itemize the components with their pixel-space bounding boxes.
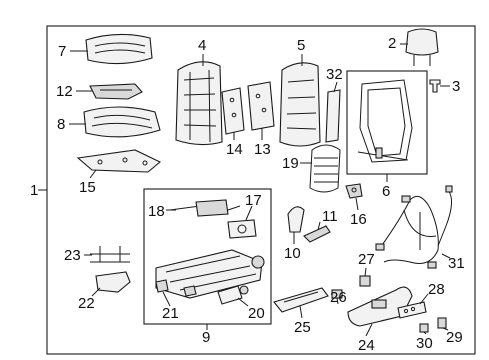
part-14-side-panel xyxy=(221,87,245,135)
part-25-shield xyxy=(273,287,329,313)
callout-32: 32 xyxy=(326,66,343,83)
part-13-side-panel xyxy=(247,81,275,131)
callout-23: 23 xyxy=(64,247,81,264)
callout-16: 16 xyxy=(350,211,367,228)
leader-16 xyxy=(355,197,359,211)
leader-28 xyxy=(419,293,429,305)
part-10-recliner xyxy=(287,206,305,233)
part-28-switch-panel xyxy=(397,301,427,319)
part-32-trim-strip xyxy=(325,89,341,143)
callout-26: 26 xyxy=(330,289,347,306)
part-30-knob xyxy=(419,323,429,333)
leader-27 xyxy=(364,267,367,277)
part-6-back-frame xyxy=(357,79,413,163)
part-4-back-cover xyxy=(175,61,223,146)
callout-9: 9 xyxy=(202,329,211,346)
callout-29: 29 xyxy=(446,329,463,346)
callout-3: 3 xyxy=(452,78,461,95)
leader-11 xyxy=(317,221,321,231)
leader-22 xyxy=(91,287,101,297)
callout-27: 27 xyxy=(358,251,375,268)
leader-30 xyxy=(423,331,427,335)
part-16-bracket xyxy=(345,183,363,199)
leader-25 xyxy=(299,305,303,319)
part-18-cable xyxy=(169,199,241,217)
callout-15: 15 xyxy=(79,179,96,196)
callout-14: 14 xyxy=(226,141,243,158)
part-3-headrest-guide xyxy=(429,79,441,93)
callout-24: 24 xyxy=(358,337,375,354)
leader-26 xyxy=(336,297,339,305)
callout-13: 13 xyxy=(254,141,271,158)
callout-21: 21 xyxy=(162,305,179,322)
callout-2: 2 xyxy=(388,35,397,52)
part-27-switch xyxy=(359,275,371,287)
part-12-heater-module xyxy=(89,83,143,100)
callout-1: 1 xyxy=(30,182,39,199)
callout-5: 5 xyxy=(297,37,306,54)
leader-15 xyxy=(89,169,97,179)
leader-24 xyxy=(365,323,373,337)
callout-18: 18 xyxy=(148,203,165,220)
part-11-lever xyxy=(303,225,331,243)
callout-28: 28 xyxy=(428,281,445,298)
callout-19: 19 xyxy=(282,155,299,172)
part-2-headrest xyxy=(405,28,439,66)
callout-11: 11 xyxy=(322,208,338,225)
callout-31: 31 xyxy=(448,255,465,272)
part-8-cushion-pad xyxy=(83,106,161,138)
part-17-motor xyxy=(227,219,257,239)
part-19-lumbar xyxy=(309,144,341,193)
callout-30: 30 xyxy=(416,335,433,352)
part-7-cushion-cover xyxy=(85,33,153,65)
leader-32 xyxy=(333,81,338,93)
callout-25: 25 xyxy=(294,319,311,336)
subframe-6 xyxy=(346,70,428,175)
part-9-seat-adjuster xyxy=(155,249,265,299)
part-29-knob xyxy=(437,317,447,329)
part-5-back-pad xyxy=(279,62,321,147)
leader-29 xyxy=(442,327,449,331)
part-21-clip xyxy=(155,279,197,297)
leader-21 xyxy=(162,291,171,307)
callout-17: 17 xyxy=(245,192,262,209)
part-20-actuator xyxy=(217,285,249,305)
callout-7: 7 xyxy=(58,43,67,60)
part-22-trim-cover xyxy=(95,271,131,293)
part-23-bracket xyxy=(90,246,130,263)
callout-22: 22 xyxy=(78,295,95,312)
part-31-wire-harness xyxy=(375,185,453,269)
callout-10: 10 xyxy=(284,245,301,262)
callout-12: 12 xyxy=(56,83,73,100)
leader-20 xyxy=(237,297,249,307)
leader-17 xyxy=(245,205,253,221)
callout-8: 8 xyxy=(57,116,66,133)
callout-20: 20 xyxy=(248,305,265,322)
leader-31 xyxy=(441,253,451,259)
callout-6: 6 xyxy=(382,183,391,200)
callout-4: 4 xyxy=(198,37,207,54)
part-15-cushion-panel xyxy=(76,149,162,173)
